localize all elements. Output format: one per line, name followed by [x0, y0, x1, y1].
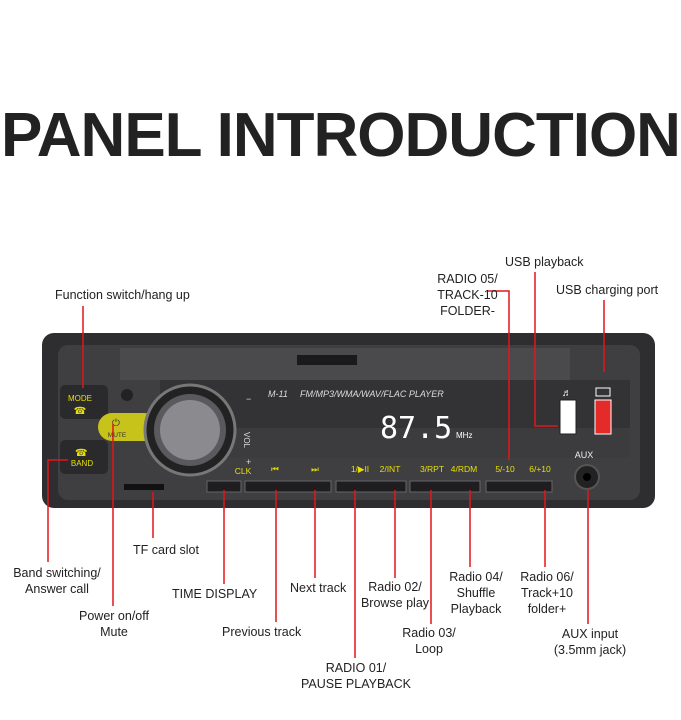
frequency-unit: MHz: [456, 431, 472, 440]
label-line: TIME DISPLAY: [172, 587, 258, 601]
phone-icon: ☎: [75, 448, 87, 459]
label-line: TF card slot: [133, 543, 199, 557]
label-line: Track+10: [521, 586, 573, 600]
band-label: BAND: [71, 459, 93, 468]
label-line: Playback: [450, 602, 502, 616]
label-line: TRACK-10: [437, 288, 498, 302]
usb-playback-port[interactable]: [559, 399, 577, 435]
prev-next-button[interactable]: [244, 480, 332, 493]
next-track-icon: ⏭: [311, 464, 319, 474]
label-line: USB charging port: [556, 283, 659, 297]
mode-label: MODE: [68, 394, 92, 403]
label-next: Next track: [290, 580, 346, 596]
label-line: Browse play: [360, 596, 430, 610]
clk-label: CLK: [235, 466, 252, 476]
label-aux: AUX input (3.5mm jack): [550, 626, 630, 658]
label-radio06: Radio 06/Track+10 folder+: [515, 569, 579, 617]
label-line: Radio 03/: [402, 626, 456, 640]
aux-jack-hole: [583, 473, 591, 481]
label-line: Function switch/hang up: [55, 288, 190, 302]
usb-charging-port[interactable]: [594, 399, 612, 435]
label-line: Band switching/: [13, 566, 101, 580]
mic-icon: [121, 389, 133, 401]
label-line: RADIO 01/: [325, 661, 387, 675]
label-band: Band switching/Answer call: [5, 565, 109, 597]
label-line: Answer call: [25, 582, 89, 596]
lcd-upper: [160, 380, 630, 428]
label-line: Previous track: [222, 625, 302, 639]
button-5-label: 5/-10: [495, 464, 515, 474]
label-radio01: RADIO 01/PAUSE PLAYBACK: [300, 660, 412, 692]
callout-line-usb-playback: [534, 272, 558, 427]
button-3-label: 3/RPT: [420, 464, 444, 474]
format-label: FM/MP3/WMA/WAV/FLAC PLAYER: [300, 389, 444, 399]
label-tf: TF card slot: [133, 542, 199, 558]
label-function-switch: Function switch/hang up: [55, 287, 190, 303]
label-line: Shuffle: [456, 586, 496, 600]
label-usb-playback: USB playback: [505, 254, 584, 270]
disc-slot: [297, 355, 357, 365]
power-icon: ⏻: [112, 418, 120, 429]
label-line: PAUSE PLAYBACK: [301, 677, 411, 691]
mode-button[interactable]: [60, 385, 108, 419]
label-line: FOLDER-: [440, 304, 495, 318]
label-line: folder+: [527, 602, 567, 616]
label-radio03: Radio 03/Loop: [398, 625, 460, 657]
label-line: (3.5mm jack): [553, 643, 627, 657]
page-title: PANEL INTRODUCTION: [1, 101, 681, 170]
mute-label: MUTE: [108, 432, 127, 439]
knob-cap: [160, 400, 220, 460]
label-usb-charging: USB charging port: [556, 282, 658, 298]
music-note-icon: ♬: [562, 388, 572, 399]
button-5-6[interactable]: [485, 480, 553, 493]
button-1-label: 1/▶II: [351, 464, 369, 474]
button-2-label: 2/INT: [380, 464, 401, 474]
button-6-label: 6/+10: [529, 464, 551, 474]
label-line: Power on/off: [79, 609, 149, 623]
label-line: RADIO 05/: [437, 272, 498, 286]
frequency-display: 87.5: [380, 411, 452, 446]
callout-line-radio05: [487, 290, 510, 460]
label-line: Radio 06/: [520, 570, 574, 584]
tf-card-slot[interactable]: [124, 484, 164, 490]
label-line: Loop: [415, 642, 443, 656]
band-button[interactable]: [60, 440, 108, 474]
vol-label: VOL: [242, 432, 251, 449]
model-label: M-11: [268, 389, 288, 399]
label-line: Radio 04/: [449, 570, 503, 584]
label-prev: Previous track: [222, 624, 301, 640]
vol-minus: −: [246, 394, 251, 404]
label-line: Mute: [100, 625, 128, 639]
phone-icon: ☎: [74, 406, 86, 417]
previous-track-icon: ⏮: [271, 464, 279, 474]
button-4-label: 4/RDM: [451, 464, 477, 474]
vol-plus: +: [246, 457, 251, 467]
callout-line-band: [47, 459, 68, 562]
lcd-lower: [160, 428, 630, 458]
aux-label: AUX: [575, 450, 594, 460]
label-line: AUX input: [561, 627, 619, 641]
label-radio02: Radio 02/Browse play: [357, 579, 433, 611]
label-time: TIME DISPLAY: [172, 586, 257, 602]
label-line: Radio 02/: [368, 580, 422, 594]
label-line: Next track: [290, 581, 347, 595]
button-1-2[interactable]: [335, 480, 407, 493]
button-3-4[interactable]: [409, 480, 481, 493]
callout-lines: [47, 272, 605, 658]
label-line: USB playback: [505, 255, 584, 269]
charging-icon: [595, 387, 611, 397]
